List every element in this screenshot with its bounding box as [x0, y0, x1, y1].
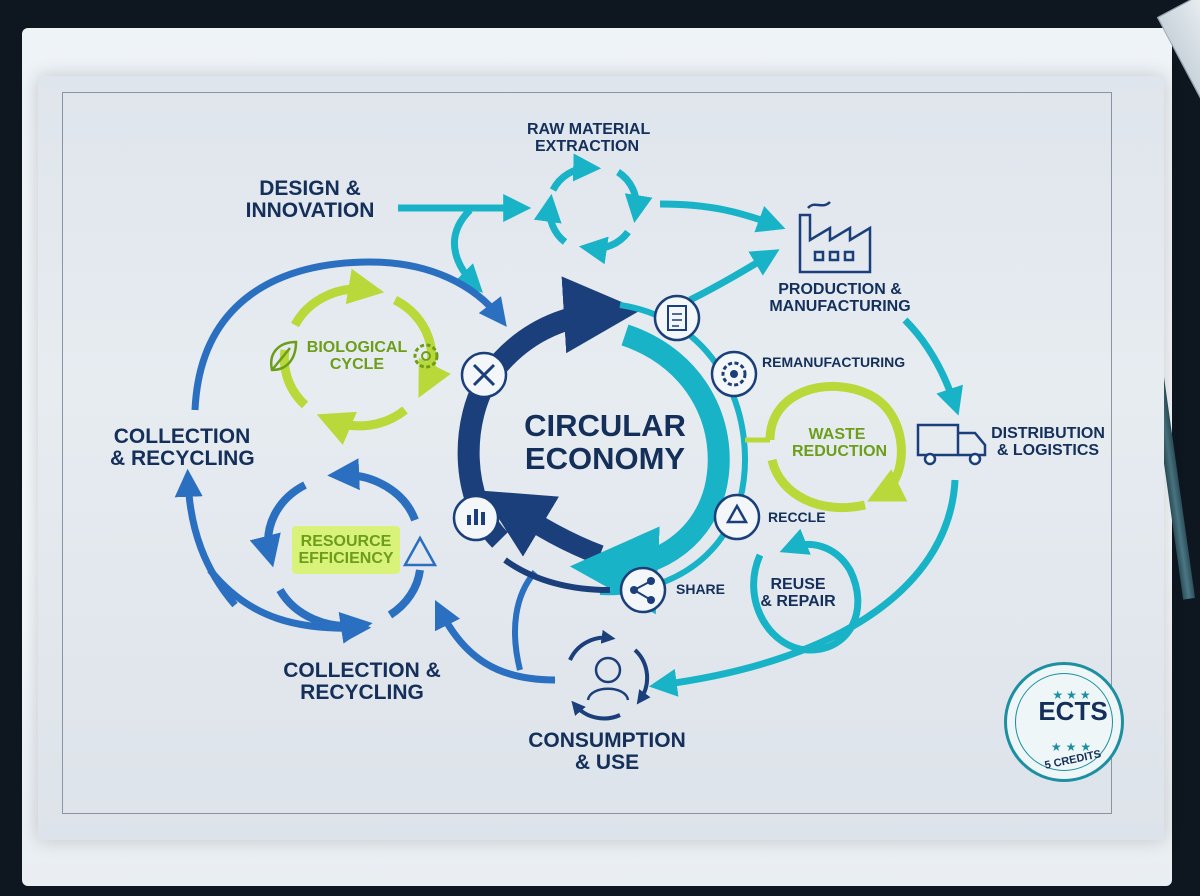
label-reuse-line2: & REPAIR — [756, 594, 840, 611]
label-collection-bottom-line2: RECYCLING — [282, 682, 442, 704]
gear-icon — [712, 352, 756, 396]
label-production-line1: PRODUCTION & — [765, 282, 915, 299]
person-icon — [588, 658, 628, 700]
label-biological-line2: CYCLE — [305, 357, 409, 374]
center-title: CIRCULAR ECONOMY — [520, 410, 690, 475]
label-collection-left: COLLECTION & RECYCLING — [110, 426, 254, 470]
label-consumption-line1: CONSUMPTION — [524, 730, 690, 752]
label-raw-material-line2: EXTRACTION — [527, 139, 647, 156]
arrow-left-loop-top — [195, 262, 500, 410]
ects-badge-inner-ring: ★★★ ECTS ★★★ 5 CREDITS — [1015, 673, 1113, 771]
label-waste-reduction-line1: WASTE — [792, 427, 882, 444]
label-collection-left-line2: & RECYCLING — [110, 448, 254, 470]
arrow-center-to-production — [690, 255, 770, 300]
arrow-consumption-to-collection — [440, 610, 555, 680]
label-waste-reduction-line2: REDUCTION — [792, 444, 882, 461]
label-share: SHARE — [676, 582, 725, 597]
arrow-raw-to-production — [660, 204, 775, 225]
label-collection-left-line1: COLLECTION — [110, 426, 254, 448]
label-collection-bottom-line1: COLLECTION & — [282, 660, 442, 682]
label-recycle: RECCLE — [768, 510, 826, 525]
center-ring-outer-navy — [505, 560, 610, 590]
arrow-consumption-to-center — [515, 572, 535, 670]
label-distribution-line1: DISTRIBUTION — [990, 426, 1106, 443]
label-raw-material-line1: RAW MATERIAL — [527, 122, 647, 139]
consumption-cycle-icon — [570, 638, 647, 719]
label-biological: BIOLOGICAL CYCLE — [305, 340, 409, 374]
label-collection-bottom: COLLECTION & RECYCLING — [282, 660, 442, 704]
share-icon — [621, 568, 665, 612]
label-resource-line1: RESOURCE — [296, 534, 396, 551]
arrow-production-to-distribution — [905, 320, 955, 405]
center-title-line1: CIRCULAR — [520, 410, 690, 443]
waste-reduction-loop-bottom — [772, 460, 865, 508]
label-waste-reduction: WASTE REDUCTION — [792, 427, 882, 461]
label-distribution: DISTRIBUTION & LOGISTICS — [990, 426, 1106, 460]
label-reuse: REUSE & REPAIR — [756, 577, 840, 611]
arrow-design-to-center — [454, 210, 475, 285]
label-consumption-line2: & USE — [524, 752, 690, 774]
label-design-line1: DESIGN & — [232, 178, 388, 200]
resource-recycle-icon — [405, 538, 435, 565]
label-production: PRODUCTION & MANUFACTURING — [765, 282, 915, 316]
label-distribution-line2: & LOGISTICS — [990, 443, 1106, 460]
document-icon — [655, 296, 699, 340]
label-biological-line1: BIOLOGICAL — [305, 340, 409, 357]
label-production-line2: MANUFACTURING — [765, 299, 915, 316]
label-raw-material: RAW MATERIAL EXTRACTION — [527, 122, 647, 156]
label-resource-line2: EFFICIENCY — [296, 551, 396, 568]
center-title-line2: ECONOMY — [520, 443, 690, 476]
raw-material-cycle-icon — [550, 168, 637, 248]
chart-hand-icon — [454, 496, 498, 540]
label-remanufacturing: REMANUFACTURING — [762, 355, 905, 370]
tools-icon — [462, 353, 506, 397]
factory-icon — [800, 202, 870, 272]
label-design-line2: INNOVATION — [232, 200, 388, 222]
truck-icon — [918, 425, 985, 464]
recycle-icon — [715, 495, 759, 539]
badge-title: ECTS — [1016, 696, 1130, 727]
label-reuse-line1: REUSE — [756, 577, 840, 594]
ects-badge: ★★★ ECTS ★★★ 5 CREDITS — [1004, 662, 1124, 782]
label-design: DESIGN & INNOVATION — [232, 178, 388, 222]
label-consumption: CONSUMPTION & USE — [524, 730, 690, 774]
label-resource: RESOURCE EFFICIENCY — [296, 534, 396, 568]
center-arrow-navy-inner — [505, 505, 600, 555]
